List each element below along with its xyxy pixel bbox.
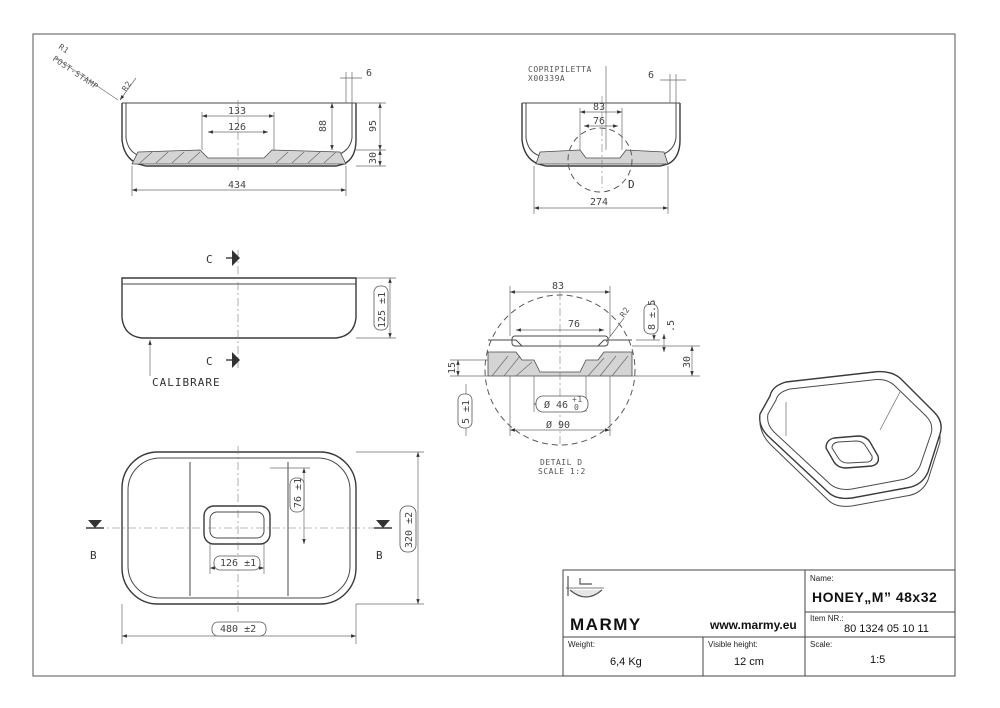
brand-logo: MARMY xyxy=(570,615,642,634)
dim-plan-126: 126 ±1 xyxy=(220,558,256,569)
dim-elevation-125: 125 ±1 xyxy=(377,292,388,328)
dim-detail-d46: Ø 46 xyxy=(544,399,568,411)
dim-detail-d46-tol-upper: +1 xyxy=(572,395,583,404)
dim-front-30: 30 xyxy=(368,152,379,164)
dim-detail-d90: Ø 90 xyxy=(546,419,570,431)
item-label: Item NR.: xyxy=(810,614,844,623)
dim-front-434: 434 xyxy=(228,180,246,191)
scale-label: Scale: xyxy=(810,640,832,649)
detail-marker-d: D xyxy=(628,178,636,191)
front-section-view: R1 POST-STAMP R2 6 133 126 88 95 30 434 xyxy=(51,42,386,196)
visible-height-value: 12 cm xyxy=(734,656,764,668)
dim-front-133: 133 xyxy=(228,106,246,117)
weight-label: Weight: xyxy=(568,640,595,649)
dim-front-95: 95 xyxy=(368,120,379,132)
dim-detail-8: 8 ±.5 xyxy=(647,300,658,330)
dim-plan-76: 76 ±1 xyxy=(293,478,304,508)
visible-height-label: Visible height: xyxy=(708,640,758,649)
label-r1: R1 xyxy=(57,42,71,55)
name-label: Name: xyxy=(810,574,834,583)
detail-caption-title: DETAIL D xyxy=(540,458,583,467)
dim-plan-480: 480 ±2 xyxy=(220,624,256,635)
plan-view: B B 76 ±1 126 ±1 320 ±2 480 ±2 xyxy=(86,446,424,644)
side-section-view: D COPRIPILETTA X00339A 6 83 76 274 xyxy=(521,65,686,214)
dim-side-wall: 6 xyxy=(648,70,654,81)
dim-detail-5: 5 ±1 xyxy=(461,400,472,424)
section-b-left: B xyxy=(90,549,98,562)
detail-d-view: 83 76 R2 8 ±.5 .5 30 15 5 ±1 Ø 46 xyxy=(447,281,700,476)
item-number: 80 1324 05 10 11 xyxy=(844,623,929,635)
dim-plan-320: 320 ±2 xyxy=(404,512,415,548)
dim-side-76: 76 xyxy=(593,116,605,127)
section-c-bottom: C xyxy=(206,355,214,368)
dim-detail-r2: R2 xyxy=(618,305,631,319)
section-c-top: C xyxy=(206,253,214,266)
dim-side-83: 83 xyxy=(593,102,605,113)
weight-value: 6,4 Kg xyxy=(610,656,642,668)
label-post-stamp: POST-STAMP xyxy=(51,54,100,91)
dim-detail-d46-tol-lower: 0 xyxy=(574,403,579,412)
dim-detail-83: 83 xyxy=(552,281,564,292)
dim-detail-76: 76 xyxy=(568,319,580,330)
dim-front-88: 88 xyxy=(318,120,329,132)
sink-logo-icon xyxy=(566,576,604,598)
detail-caption-scale: SCALE 1:2 xyxy=(538,467,586,476)
dim-detail-30: 30 xyxy=(682,356,693,368)
website-link[interactable]: www.marmy.eu xyxy=(709,618,797,632)
section-b-right: B xyxy=(376,549,384,562)
label-copripiletta-code: X00339A xyxy=(528,74,565,83)
elevation-view: C C CALIBRARE 125 ±1 xyxy=(121,250,396,389)
dim-side-274: 274 xyxy=(590,197,608,208)
label-calibrare: CALIBRARE xyxy=(152,376,221,389)
label-copripiletta: COPRIPILETTA xyxy=(528,65,592,74)
product-name: HONEY„M” 48x32 xyxy=(812,589,937,605)
dim-detail-05: .5 xyxy=(666,320,677,332)
title-block: MARMY www.marmy.eu Name: HONEY„M” 48x32 … xyxy=(562,569,956,677)
dim-front-126: 126 xyxy=(228,122,246,133)
dim-detail-15: 15 xyxy=(447,362,458,374)
drawing-frame xyxy=(32,33,956,677)
isometric-view xyxy=(758,370,942,507)
dim-front-wall: 6 xyxy=(366,68,372,79)
scale-value: 1:5 xyxy=(870,654,885,666)
